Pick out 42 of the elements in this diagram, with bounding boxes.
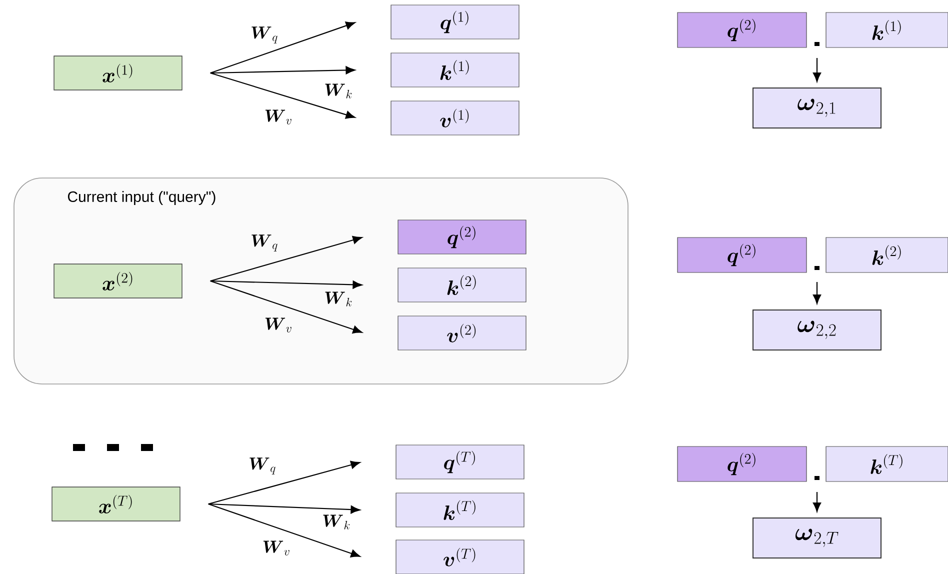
edge-label: $\boldsymbol{W}_v$: [265, 110, 292, 124]
vector-box: $\boldsymbol{q}^{(T)}$: [396, 444, 524, 480]
vector-box: $\boldsymbol{k}^{(2)}$: [398, 268, 526, 302]
omega-box: $\boldsymbol{\omega}_{2,1}$: [752, 88, 882, 128]
input-box: $\boldsymbol{x}^{(2)}$: [54, 264, 182, 298]
edge-label: $\boldsymbol{W}_q$: [252, 234, 278, 252]
vector-box: $\boldsymbol{k}^{(1)}$: [390, 52, 520, 88]
arrow: [812, 58, 822, 82]
vector-box: $\boldsymbol{k}^{(1)}$: [826, 12, 948, 48]
omega-box: $\boldsymbol{\omega}_{2,2}$: [752, 310, 882, 350]
arrow: [812, 282, 822, 304]
edge-label: $\boldsymbol{W}_v$: [263, 540, 290, 556]
arrow: [208, 460, 360, 505]
vector-box: $\boldsymbol{k}^{(T)}$: [826, 446, 948, 482]
arrow: [210, 236, 362, 282]
arrow: [208, 503, 360, 514]
vector-box: $\boldsymbol{v}^{(2)}$: [398, 316, 526, 350]
vector-box: $\boldsymbol{q}^{(2)}$: [677, 12, 807, 48]
arrow: [208, 503, 360, 558]
vector-box: $\boldsymbol{k}^{(T)}$: [396, 492, 524, 528]
edge-label: $\boldsymbol{W}_k$: [323, 514, 350, 530]
edge-label: $\boldsymbol{W}_q$: [252, 26, 278, 44]
vector-box: $\boldsymbol{q}^{(2)}$: [677, 237, 807, 273]
omega-box: $\boldsymbol{\omega}_{2,T}$: [752, 518, 882, 558]
arrow: [210, 22, 356, 74]
input-box: $\boldsymbol{x}^{(T)}$: [52, 486, 180, 522]
edge-label: $\boldsymbol{W}_k$: [325, 84, 352, 98]
vector-box: $\boldsymbol{v}^{(1)}$: [390, 100, 520, 136]
vector-box: $\boldsymbol{v}^{(T)}$: [396, 540, 524, 574]
edge-label: $\boldsymbol{W}_v$: [265, 318, 292, 332]
arrow: [210, 72, 356, 119]
vector-box: $\boldsymbol{q}^{(2)}$: [677, 446, 807, 482]
input-box: $\boldsymbol{x}^{(1)}$: [54, 56, 182, 90]
vector-box: $\boldsymbol{q}^{(2)}$: [398, 220, 526, 254]
vector-box: $\boldsymbol{q}^{(1)}$: [390, 4, 520, 40]
arrow: [210, 280, 362, 289]
arrow: [210, 280, 362, 334]
edge-label: $\boldsymbol{W}_q$: [250, 458, 276, 474]
vector-box: $\boldsymbol{k}^{(2)}$: [826, 237, 948, 273]
arrow: [210, 66, 356, 74]
arrow: [812, 492, 822, 512]
edge-label: $\boldsymbol{W}_k$: [325, 292, 352, 306]
